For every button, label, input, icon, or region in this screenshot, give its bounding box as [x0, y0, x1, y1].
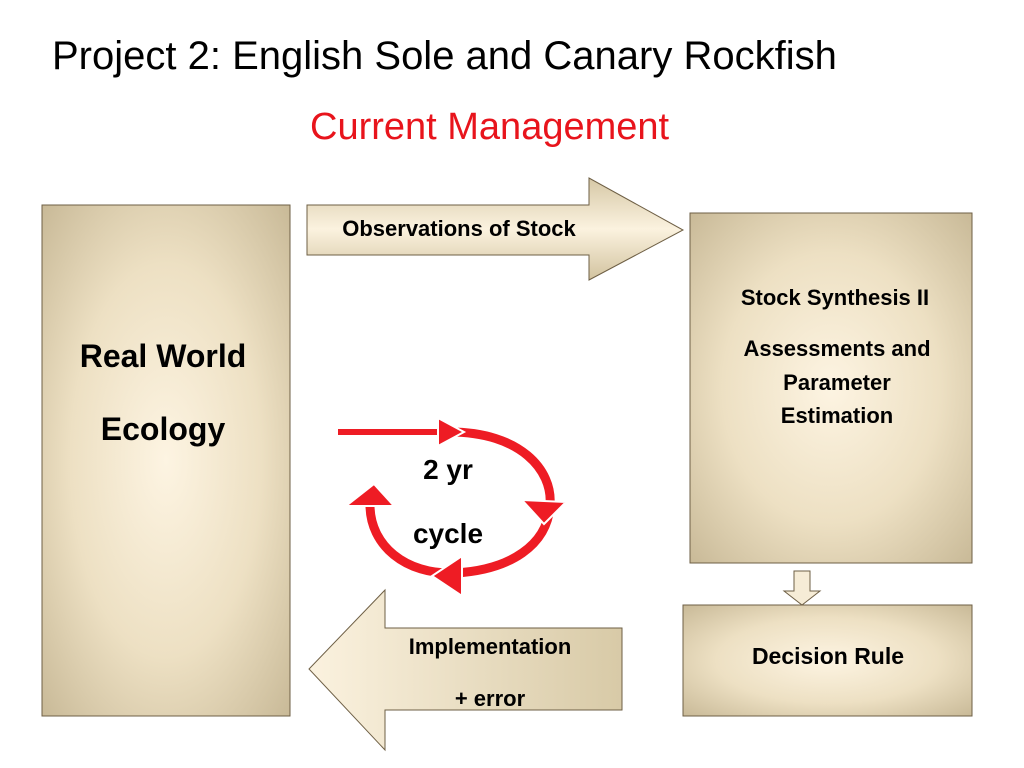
observations-arrow: Observations of Stock	[306, 177, 685, 281]
stock-synthesis-line3: Parameter	[783, 370, 891, 395]
real-world-line2: Ecology	[101, 411, 226, 447]
decision-rule-label: Decision Rule	[752, 643, 904, 669]
cycle-line2: cycle	[413, 518, 483, 549]
cycle-line1: 2 yr	[423, 454, 473, 485]
stock-synthesis-box: Stock Synthesis II Assessments and Param…	[689, 212, 973, 564]
slide-subtitle: Current Management	[310, 106, 670, 148]
stock-synthesis-line2: Assessments and	[743, 336, 930, 361]
observations-label: Observations of Stock	[342, 216, 576, 241]
stock-synthesis-line4: Estimation	[781, 403, 893, 428]
slide-title: Project 2: English Sole and Canary Rockf…	[52, 34, 837, 78]
implementation-line2: + error	[455, 686, 526, 711]
real-world-box: Real World Ecology	[41, 204, 291, 717]
down-arrow-icon	[782, 570, 822, 606]
real-world-line1: Real World	[80, 338, 247, 374]
implementation-line1: Implementation	[409, 634, 572, 659]
decision-rule-box: Decision Rule	[682, 604, 973, 717]
cycle-arrow-icon: 2 yr cycle	[338, 416, 569, 598]
implementation-arrow: Implementation + error	[308, 588, 623, 752]
stock-synthesis-line1: Stock Synthesis II	[741, 285, 929, 310]
